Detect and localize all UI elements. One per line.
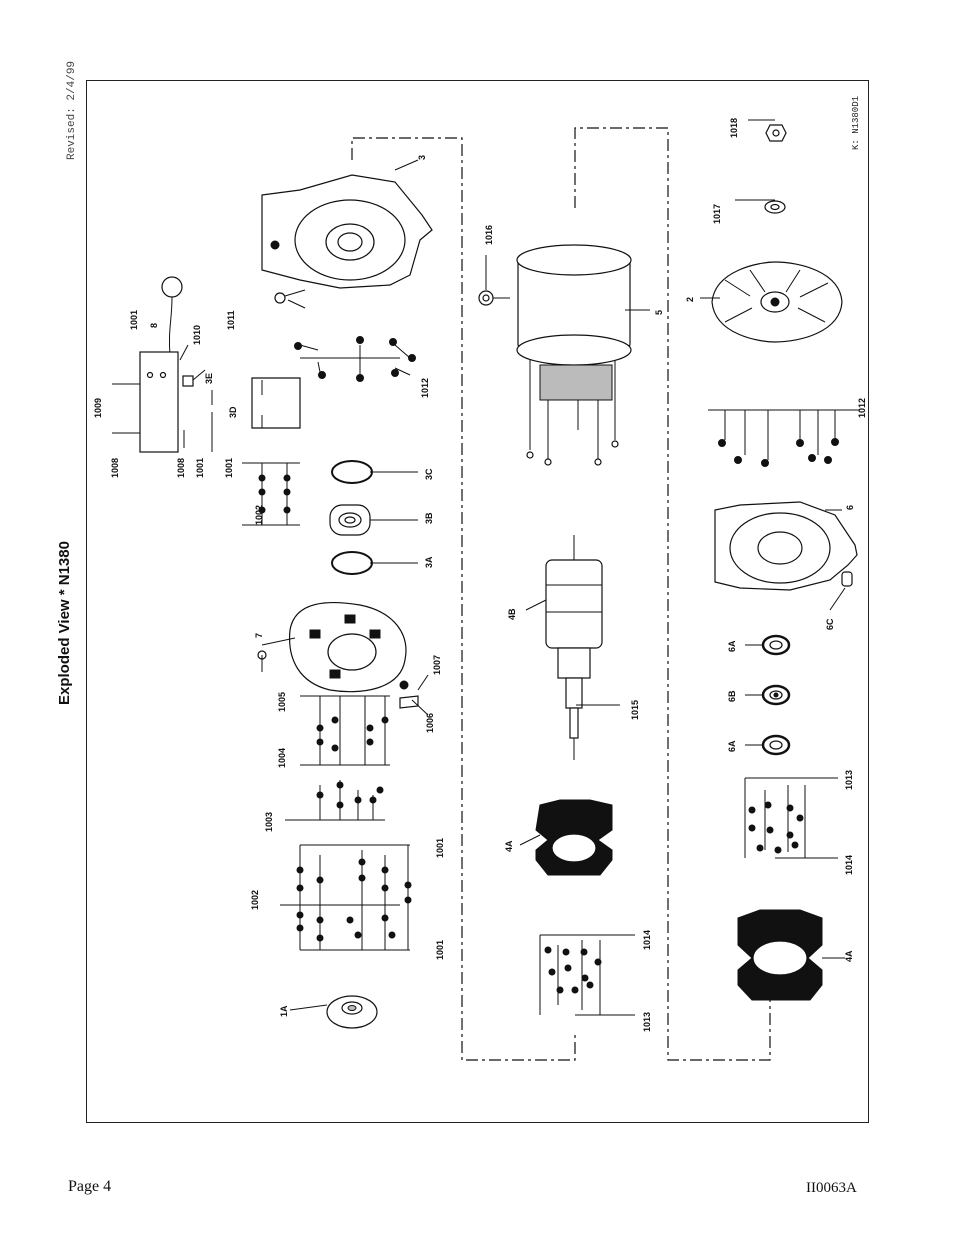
- hardware-group-1013-1014-a: [539, 934, 635, 1016]
- callout-label: 1002: [250, 890, 260, 910]
- callout-label: 1001: [435, 838, 445, 858]
- hardware-group-1012-right: [708, 409, 860, 467]
- callout-label: 1012: [857, 398, 867, 418]
- fan-part-lower: [737, 909, 823, 1001]
- callout-label: 1015: [630, 700, 640, 720]
- callout-label: 5: [654, 310, 664, 315]
- callout-label: 6A: [727, 740, 737, 752]
- callout-label: 1014: [642, 930, 652, 950]
- nut-part: [765, 124, 787, 142]
- page-number: Page 4: [68, 1178, 112, 1195]
- callout-labels: 1001 8 1010 1011 3 1009 3E 3D 1012 1008 …: [93, 118, 867, 1032]
- fan-part-upper: [535, 799, 613, 876]
- callout-label: 1008: [176, 458, 186, 478]
- callout-label: 6: [845, 505, 855, 510]
- callout-label: 6A: [727, 640, 737, 652]
- callout-label: 7: [254, 633, 264, 638]
- callout-label: 1002: [254, 505, 264, 525]
- hardware-group-middle: [300, 695, 390, 766]
- callout-label: 4A: [844, 950, 854, 962]
- rotor-part: [545, 535, 603, 760]
- callout-label: 1001: [435, 940, 445, 960]
- callout-label: 6B: [727, 690, 737, 702]
- callout-label: 1011: [226, 310, 236, 330]
- leader-lines: [179, 119, 846, 1011]
- callout-label: 1007: [432, 655, 442, 675]
- callout-label: 1A: [279, 1005, 289, 1017]
- end-cap-part: [326, 995, 378, 1029]
- document-id: II0063A: [806, 1180, 857, 1196]
- rear-bearing-set-part: [761, 634, 791, 756]
- rear-housing-part: [714, 501, 858, 591]
- callout-label: 6C: [825, 618, 835, 630]
- fan-blade-part: [711, 261, 843, 343]
- callout-label: 4A: [504, 840, 514, 852]
- callout-label: 4B: [507, 608, 517, 620]
- callout-label: 1016: [484, 225, 494, 245]
- callout-label: 1018: [729, 118, 739, 138]
- stator-part: [478, 244, 632, 466]
- callout-label: 3A: [424, 556, 434, 568]
- callout-label: 1008: [110, 458, 120, 478]
- washer-part: [764, 200, 786, 214]
- callout-label: 1004: [277, 748, 287, 768]
- callout-label: 1014: [844, 855, 854, 875]
- bearing-set-part: [329, 460, 373, 575]
- callout-label: 3E: [204, 373, 214, 384]
- callout-label: 1009: [93, 398, 103, 418]
- callout-label: 1005: [277, 692, 287, 712]
- callout-label: 1001: [195, 458, 205, 478]
- rectifier-plate-part: [257, 601, 419, 709]
- callout-label: 1012: [420, 378, 430, 398]
- callout-label: 1003: [264, 812, 274, 832]
- hardware-group-lower: [280, 844, 412, 951]
- callout-label: 1017: [712, 204, 722, 224]
- callout-label: 3: [417, 155, 427, 160]
- callout-label: 1010: [192, 325, 202, 345]
- bracket-part: [251, 336, 416, 429]
- callout-label: 1013: [642, 1012, 652, 1032]
- control-module-part: [112, 276, 213, 453]
- callout-label: 2: [685, 297, 695, 302]
- callout-label: 3C: [424, 468, 434, 480]
- diagram-frame: [86, 80, 869, 1123]
- callout-label: 3B: [424, 512, 434, 524]
- front-housing-part: [261, 174, 433, 304]
- callout-label: 1001: [224, 458, 234, 478]
- assembly-guide-lines: [351, 127, 771, 1061]
- callout-label: 1013: [844, 770, 854, 790]
- callout-label: 3D: [228, 406, 238, 418]
- callout-label: 1006: [425, 713, 435, 733]
- callout-label: 8: [149, 323, 159, 328]
- hardware-group-1003: [285, 780, 385, 821]
- hardware-group-upper: [242, 462, 300, 526]
- callout-label: 1001: [129, 310, 139, 330]
- hardware-group-1013-1014-b: [744, 777, 838, 859]
